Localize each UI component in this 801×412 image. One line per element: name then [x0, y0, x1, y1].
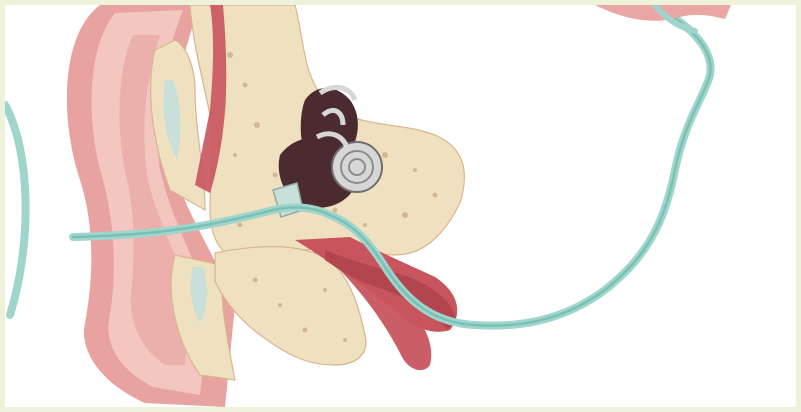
- ear-illustration: [5, 5, 796, 407]
